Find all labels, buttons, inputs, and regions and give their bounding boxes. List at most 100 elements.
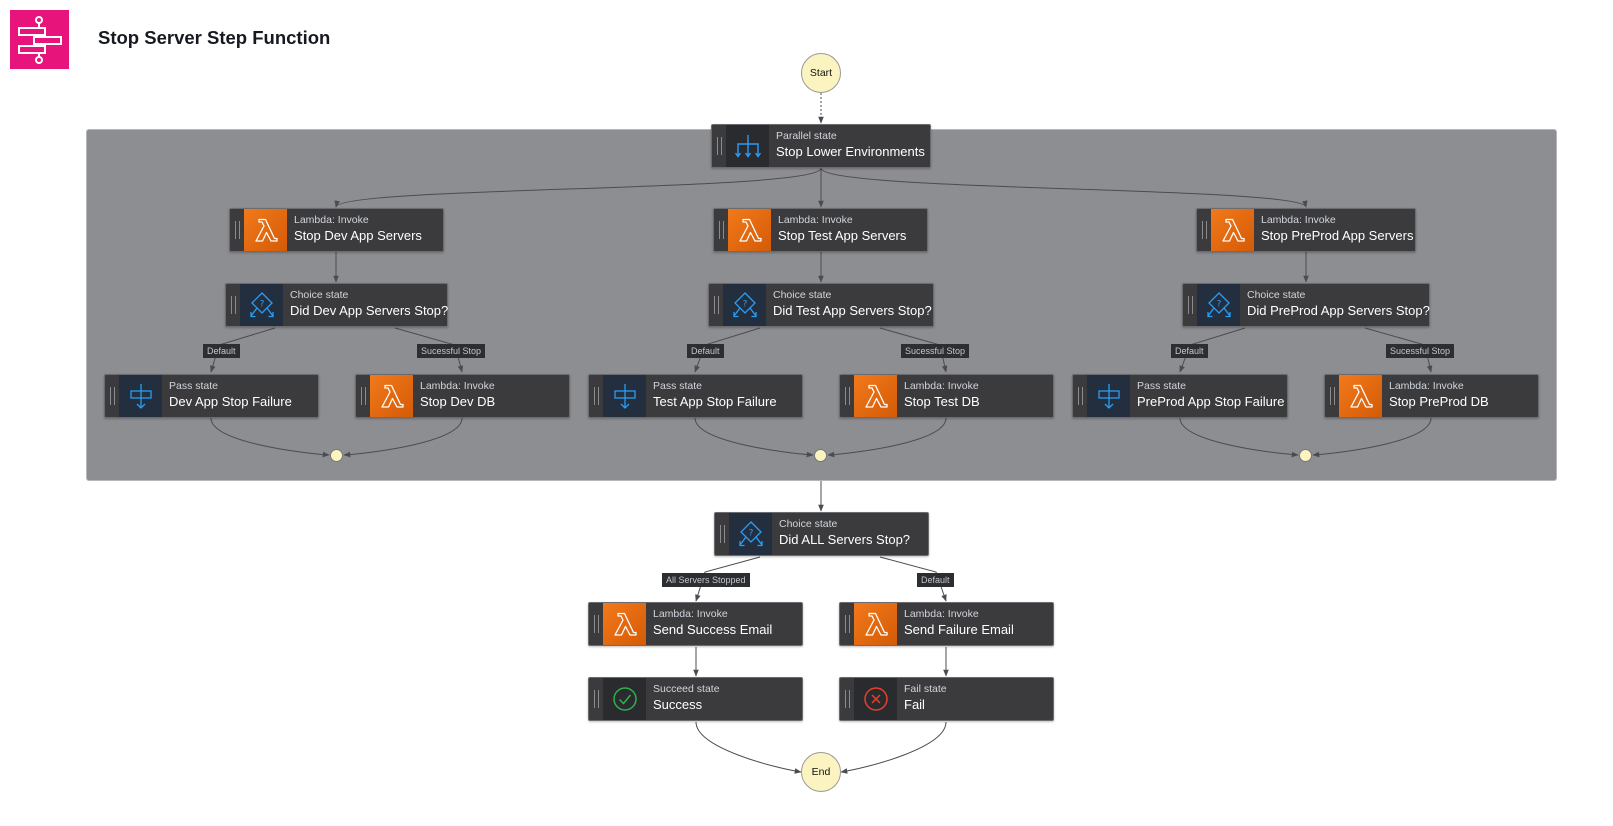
drag-handle[interactable] bbox=[1188, 296, 1193, 314]
lambda-icon bbox=[854, 375, 897, 417]
node-name: Did Test App Servers Stop? bbox=[773, 303, 932, 318]
node-kind: Choice state bbox=[1247, 289, 1306, 301]
drag-handle[interactable] bbox=[1078, 387, 1083, 405]
node-name: Stop Lower Environments bbox=[776, 144, 925, 159]
drag-handle[interactable] bbox=[231, 296, 236, 314]
node-name: Did PreProd App Servers Stop? bbox=[1247, 303, 1430, 318]
node-name: Test App Stop Failure bbox=[653, 394, 777, 409]
node-kind: Lambda: Invoke bbox=[904, 608, 979, 620]
drag-handle[interactable] bbox=[235, 221, 240, 239]
choice-state-node[interactable]: ? Choice state Did PreProd App Servers S… bbox=[1182, 283, 1430, 327]
x-circle-icon bbox=[854, 678, 897, 720]
choice-state-node[interactable]: ? Choice state Did Test App Servers Stop… bbox=[708, 283, 934, 327]
node-name: Success bbox=[653, 697, 703, 712]
node-kind: Choice state bbox=[779, 518, 838, 530]
edge-fail-to-end bbox=[840, 721, 947, 774]
lambda-invoke-node[interactable]: Lambda: Invoke Send Success Email bbox=[588, 602, 803, 646]
drag-handle[interactable] bbox=[845, 615, 850, 633]
edge-label-success: Sucessful Stop bbox=[901, 344, 970, 358]
node-kind: Succeed state bbox=[653, 683, 720, 695]
pass-state-node[interactable]: Pass state Dev App Stop Failure bbox=[104, 374, 319, 418]
parallel-state-node[interactable]: Parallel state Stop Lower Environments bbox=[711, 124, 931, 168]
node-kind: Lambda: Invoke bbox=[294, 214, 369, 226]
drag-handle[interactable] bbox=[361, 387, 366, 405]
edge-preprod-pass-merge bbox=[1179, 417, 1299, 458]
choice-icon: ? bbox=[729, 513, 772, 555]
lambda-icon bbox=[370, 375, 413, 417]
choice-icon: ? bbox=[1197, 284, 1240, 326]
edge-label-default: Default bbox=[917, 573, 954, 587]
node-name: Send Failure Email bbox=[904, 622, 1014, 637]
edge-succeed-to-end bbox=[695, 721, 802, 774]
edge-dev-db-merge bbox=[343, 417, 463, 458]
lambda-icon bbox=[854, 603, 897, 645]
edge-preprod-db-merge bbox=[1312, 417, 1432, 458]
drag-handle[interactable] bbox=[594, 690, 599, 708]
node-kind: Lambda: Invoke bbox=[904, 380, 979, 392]
lambda-invoke-node[interactable]: Lambda: Invoke Stop PreProd App Servers bbox=[1196, 208, 1416, 252]
node-name: Did Dev App Servers Stop? bbox=[290, 303, 449, 318]
node-name: Dev App Stop Failure bbox=[169, 394, 292, 409]
pass-icon bbox=[1087, 375, 1130, 417]
svg-text:?: ? bbox=[259, 300, 264, 310]
node-name: Did ALL Servers Stop? bbox=[779, 532, 911, 547]
edge-dev-pass-merge bbox=[210, 417, 330, 458]
node-kind: Pass state bbox=[653, 380, 703, 392]
node-name: PreProd App Stop Failure bbox=[1137, 394, 1285, 409]
edge-label-default: Default bbox=[1171, 344, 1208, 358]
drag-handle[interactable] bbox=[1330, 387, 1335, 405]
node-kind: Parallel state bbox=[776, 130, 837, 142]
step-functions-icon bbox=[10, 10, 69, 69]
succeed-state-node[interactable]: Succeed state Success bbox=[588, 677, 803, 721]
drag-handle[interactable] bbox=[1202, 221, 1207, 239]
node-kind: Lambda: Invoke bbox=[653, 608, 728, 620]
drag-handle[interactable] bbox=[717, 137, 722, 155]
svg-text:?: ? bbox=[1216, 300, 1221, 310]
choice-state-node[interactable]: ? Choice state Did ALL Servers Stop? bbox=[714, 512, 929, 556]
node-name: Stop Dev App Servers bbox=[294, 228, 422, 243]
parallel-icon bbox=[726, 125, 769, 167]
drag-handle[interactable] bbox=[719, 221, 724, 239]
node-name: Stop Test App Servers bbox=[778, 228, 907, 243]
pass-state-node[interactable]: Pass state Test App Stop Failure bbox=[588, 374, 803, 418]
branch-merge-dot bbox=[814, 449, 827, 462]
drag-handle[interactable] bbox=[110, 387, 115, 405]
edge-label-success: Sucessful Stop bbox=[1386, 344, 1455, 358]
svg-text:?: ? bbox=[742, 300, 747, 310]
drag-handle[interactable] bbox=[845, 387, 850, 405]
node-kind: Fail state bbox=[904, 683, 947, 695]
lambda-invoke-node[interactable]: Lambda: Invoke Stop Dev App Servers bbox=[229, 208, 444, 252]
node-name: Fail bbox=[904, 697, 925, 712]
node-kind: Lambda: Invoke bbox=[1389, 380, 1464, 392]
pass-state-node[interactable]: Pass state PreProd App Stop Failure bbox=[1072, 374, 1288, 418]
drag-handle[interactable] bbox=[594, 387, 599, 405]
fail-state-node[interactable]: Fail state Fail bbox=[839, 677, 1054, 721]
node-kind: Pass state bbox=[169, 380, 219, 392]
lambda-invoke-node[interactable]: Lambda: Invoke Send Failure Email bbox=[839, 602, 1054, 646]
node-kind: Lambda: Invoke bbox=[778, 214, 853, 226]
lambda-invoke-node[interactable]: Lambda: Invoke Stop Test DB bbox=[839, 374, 1054, 418]
node-kind: Pass state bbox=[1137, 380, 1187, 392]
choice-icon: ? bbox=[240, 284, 283, 326]
edge-test-db-merge bbox=[827, 417, 947, 458]
start-node[interactable]: Start bbox=[801, 53, 841, 93]
branch-merge-dot bbox=[330, 449, 343, 462]
lambda-icon bbox=[728, 209, 771, 251]
edge-parallel-to-dev bbox=[334, 167, 822, 208]
check-circle-icon bbox=[603, 678, 646, 720]
lambda-invoke-node[interactable]: Lambda: Invoke Stop Test App Servers bbox=[713, 208, 928, 252]
node-name: Stop Dev DB bbox=[420, 394, 496, 409]
end-node[interactable]: End bbox=[801, 752, 841, 792]
pass-icon bbox=[119, 375, 162, 417]
drag-handle[interactable] bbox=[845, 690, 850, 708]
drag-handle[interactable] bbox=[594, 615, 599, 633]
lambda-invoke-node[interactable]: Lambda: Invoke Stop PreProd DB bbox=[1324, 374, 1539, 418]
drag-handle[interactable] bbox=[714, 296, 719, 314]
edge-final-choice-all bbox=[695, 556, 761, 602]
drag-handle[interactable] bbox=[720, 525, 725, 543]
svg-text:?: ? bbox=[748, 529, 753, 539]
choice-state-node[interactable]: ? Choice state Did Dev App Servers Stop? bbox=[225, 283, 448, 327]
lambda-icon bbox=[1339, 375, 1382, 417]
lambda-invoke-node[interactable]: Lambda: Invoke Stop Dev DB bbox=[355, 374, 570, 418]
page-title: Stop Server Step Function bbox=[98, 27, 331, 48]
